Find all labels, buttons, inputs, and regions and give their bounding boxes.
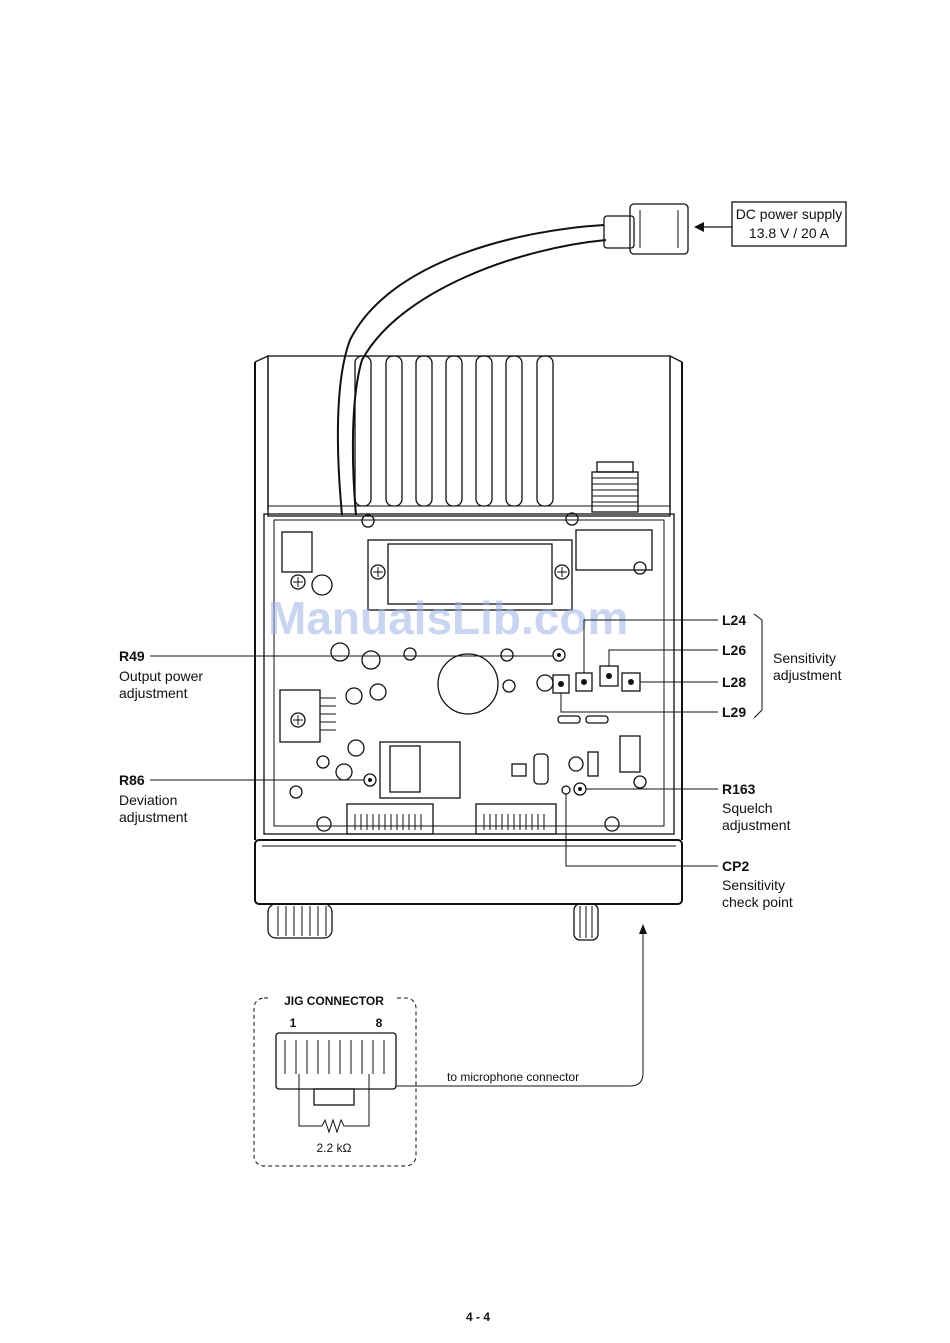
mic-cable-route: to microphone connector [396, 924, 647, 1086]
r86-desc1: Deviation [119, 792, 177, 808]
jig-resistor-label: 2.2 kΩ [317, 1141, 352, 1155]
r163-desc2: adjustment [722, 817, 791, 833]
callout-r86: R86 Deviation adjustment [119, 772, 364, 825]
l29-ref: L29 [722, 704, 746, 720]
squelch-knob [574, 904, 598, 940]
sensitivity-bracket: Sensitivity adjustment [754, 614, 842, 718]
r86-ref: R86 [119, 772, 145, 788]
callout-r49: R49 Output power adjustment [119, 648, 553, 701]
callout-l28: L28 [640, 674, 746, 690]
cp2-desc2: check point [722, 894, 793, 910]
volume-knob [268, 904, 332, 938]
heatsink-fins [355, 356, 553, 506]
callout-r163: R163 Squelch adjustment [586, 781, 791, 833]
cp2-desc1: Sensitivity [722, 877, 785, 893]
cp2-ref: CP2 [722, 858, 749, 874]
jig-pin-8: 8 [376, 1016, 383, 1030]
antenna-connector [592, 462, 638, 512]
r163-ref: R163 [722, 781, 756, 797]
power-arrow [694, 222, 732, 232]
front-panel [255, 840, 682, 904]
jig-pin-1: 1 [290, 1016, 297, 1030]
jig-connector: JIG CONNECTOR 1 8 2.2 kΩ [254, 994, 416, 1166]
callout-l26: L26 [609, 642, 746, 666]
r49-desc2: adjustment [119, 685, 188, 701]
l26-ref: L26 [722, 642, 746, 658]
r49-desc1: Output power [119, 668, 203, 684]
watermark: ManualsLib.com [268, 592, 628, 644]
power-supply-label: DC power supply 13.8 V / 20 A [732, 202, 846, 246]
jig-title: JIG CONNECTOR [284, 994, 384, 1008]
jig-to-mic: to microphone connector [447, 1070, 579, 1084]
r163-desc1: Squelch [722, 800, 773, 816]
r49-ref: R49 [119, 648, 145, 664]
l28-ref: L28 [722, 674, 746, 690]
power-supply-line2: 13.8 V / 20 A [749, 225, 830, 241]
page-number: 4 - 4 [466, 1310, 490, 1324]
sensitivity-desc1: Sensitivity [773, 650, 836, 666]
power-plug [604, 204, 688, 254]
pcb-board [264, 513, 674, 834]
power-cable [338, 225, 606, 515]
power-supply-line1: DC power supply [736, 206, 843, 222]
l24-ref: L24 [722, 612, 746, 628]
r86-desc2: adjustment [119, 809, 188, 825]
sensitivity-desc2: adjustment [773, 667, 842, 683]
